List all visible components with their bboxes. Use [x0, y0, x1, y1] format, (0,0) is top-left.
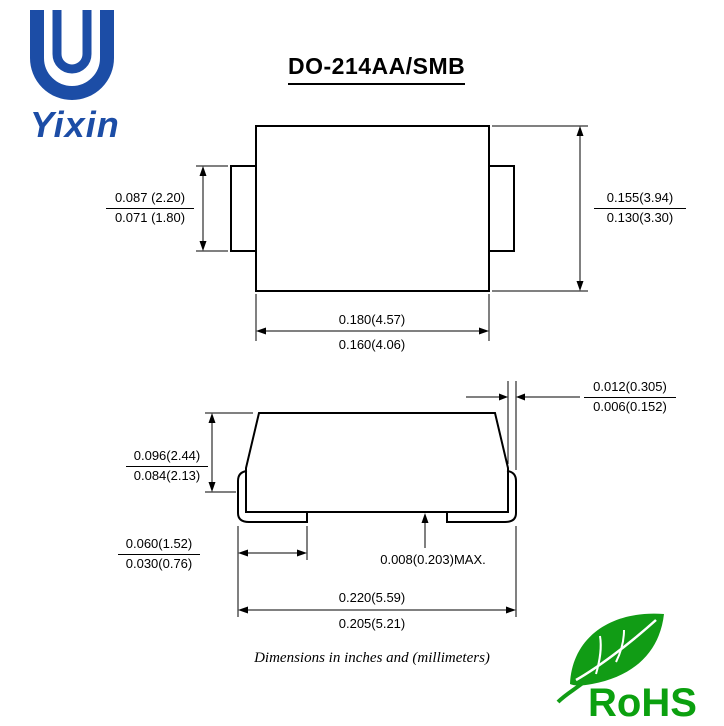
dim-value-max: 0.087 (2.20) [106, 190, 194, 209]
arrow-left-icon [238, 549, 248, 557]
dim-overall-width-lines [237, 526, 517, 617]
dim-value-min: 0.006(0.152) [593, 398, 667, 414]
arrow-left-icon [516, 393, 525, 401]
leaf-icon [570, 613, 664, 686]
arrow-right-icon [297, 549, 307, 557]
dim-standoff-label: 0.008(0.203)MAX. [380, 552, 486, 567]
dimension-units-note: Dimensions in inches and (millimeters) [254, 650, 490, 666]
rohs-logo: RoHS [556, 613, 697, 724]
dim-lead-thickness-lines [466, 381, 580, 470]
arrow-up-icon [421, 513, 429, 523]
package-title: DO-214AA/SMB [288, 53, 466, 85]
dim-value-min: 0.084(2.13) [133, 467, 201, 483]
yixin-logo-icon [30, 10, 114, 100]
dim-lead-thickness-label: 0.012(0.305) 0.006(0.152) [584, 379, 676, 416]
side-view-right-lead [446, 470, 517, 523]
dim-terminal-width-lines [196, 165, 228, 252]
leaf-vein [575, 619, 657, 682]
dim-body-width-lines [255, 294, 490, 341]
yixin-logo-text: Yixin [30, 104, 120, 145]
arrow-right-icon [499, 393, 508, 401]
dim-lead-length-label: 0.060(1.52) 0.030(0.76) [118, 536, 200, 573]
dim-standoff-lines [421, 513, 429, 548]
side-view-body [245, 412, 509, 513]
logo-inner-u [52, 10, 92, 74]
top-view-left-terminal [230, 165, 257, 252]
top-view-right-terminal [488, 165, 515, 252]
arrow-left-icon [238, 606, 248, 614]
rohs-label: RoHS [588, 681, 697, 724]
leaf-vein [595, 635, 602, 675]
arrow-down-icon [208, 482, 216, 492]
dim-value-max: 0.060(1.52) [118, 536, 200, 555]
top-view-shapes [230, 125, 515, 292]
leaf-vein [615, 629, 625, 663]
dim-body-width-max-label: 0.180(4.57) [338, 312, 406, 327]
arrow-down-icon [199, 241, 207, 251]
dim-value-min: 0.130(3.30) [606, 209, 674, 225]
dim-value-max: 0.012(0.305) [584, 379, 676, 398]
arrow-up-icon [208, 413, 216, 423]
arrow-right-icon [479, 327, 489, 335]
dim-overall-width-max-label: 0.220(5.59) [338, 590, 406, 605]
arrow-up-icon [199, 166, 207, 176]
side-view-shapes [237, 412, 517, 523]
dim-side-height-label: 0.096(2.44) 0.084(2.13) [126, 448, 208, 485]
dim-value-max: 0.096(2.44) [126, 448, 208, 467]
dim-body-height-label: 0.155(3.94) 0.130(3.30) [594, 190, 686, 227]
dim-lead-length-lines [238, 526, 308, 560]
arrow-down-icon [576, 281, 584, 291]
dim-overall-width-min-label: 0.205(5.21) [338, 616, 406, 631]
arrow-up-icon [576, 126, 584, 136]
dim-side-height-lines [205, 412, 253, 493]
top-view-body [255, 125, 490, 292]
side-view-left-lead [237, 470, 308, 523]
arrow-left-icon [256, 327, 266, 335]
dim-body-width-min-label: 0.160(4.06) [338, 337, 406, 352]
dim-body-height-lines [492, 125, 588, 292]
dim-value-min: 0.030(0.76) [125, 555, 193, 571]
arrow-right-icon [506, 606, 516, 614]
dim-terminal-width-label: 0.087 (2.20) 0.071 (1.80) [106, 190, 194, 227]
dim-value-max: 0.155(3.94) [594, 190, 686, 209]
logo-outer-u [30, 10, 114, 100]
dim-value-min: 0.071 (1.80) [114, 209, 186, 225]
